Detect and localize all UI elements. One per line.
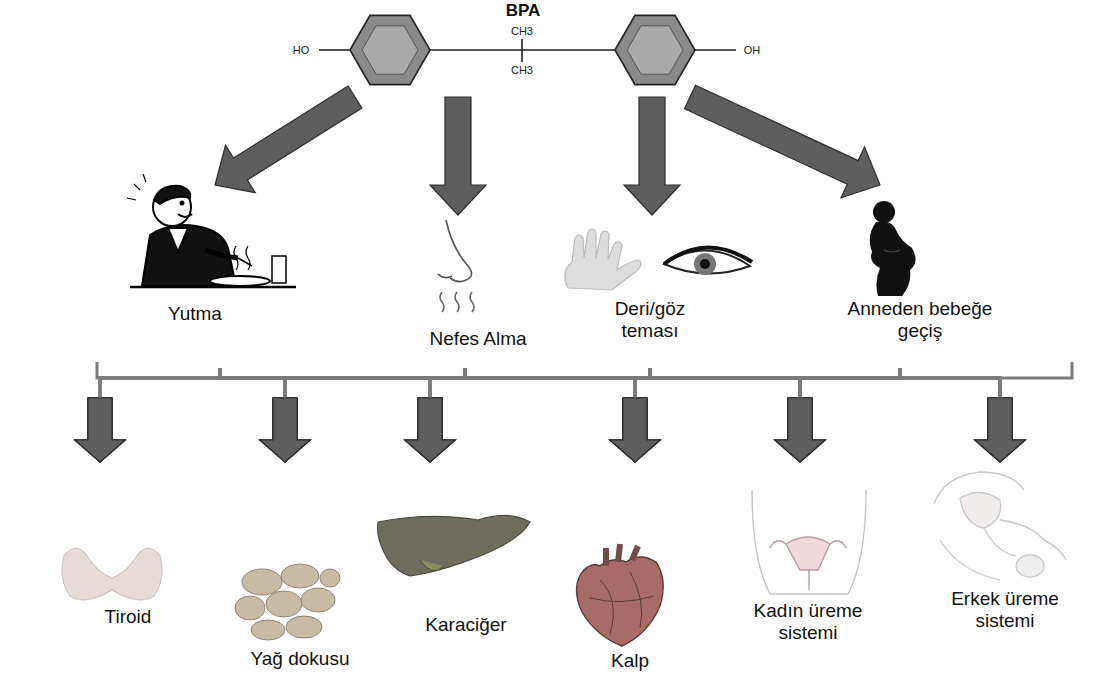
- bpa-structure: [319, 15, 736, 84]
- node-label: Yağ dokusu: [251, 648, 350, 670]
- pregnant-icon: [870, 201, 916, 296]
- chemical-group: OH: [744, 44, 761, 56]
- chemical-group: CH3: [511, 64, 533, 76]
- compound-box: BPA: [270, 0, 790, 97]
- node-label: Erkek üreme sistemi: [941, 588, 1069, 632]
- target-organ: Kadın üreme sistemi: [735, 462, 885, 667]
- exposure-arrow: [75, 368, 900, 462]
- exposure-arrow: [220, 368, 825, 462]
- liver-icon: [378, 515, 530, 576]
- exposure-arrow: [405, 368, 465, 462]
- node-label: Anneden bebeğe geçiş: [838, 298, 1003, 342]
- exposure-route: Nefes Alma: [385, 215, 545, 368]
- exposure-arrow: [220, 368, 310, 462]
- heart-icon: [576, 544, 663, 646]
- eating-icon: [127, 174, 296, 287]
- exposure-arrow: [260, 368, 465, 462]
- male-reproductive-icon: [934, 472, 1066, 580]
- chemical-group: CH3: [511, 25, 533, 37]
- compound-name: BPA: [506, 1, 541, 21]
- exposure-arrow: [465, 368, 825, 462]
- chemical-group: HO: [293, 44, 310, 56]
- exposure-arrow: [220, 368, 1025, 462]
- exposure-arrow: [465, 368, 1025, 462]
- exposure-arrow: [685, 85, 881, 198]
- exposure-arrow: [650, 368, 1025, 462]
- female-reproductive-icon: [752, 490, 866, 594]
- exposure-arrow: [215, 86, 362, 193]
- exposure-route: Deri/göz teması: [555, 215, 755, 368]
- nose-icon: [438, 220, 474, 312]
- exposure-arrow: [75, 368, 220, 462]
- target-organ: Tiroid: [40, 462, 190, 642]
- exposure-arrow: [75, 368, 650, 462]
- exposure-arrow: [465, 368, 660, 462]
- exposure-arrow: [430, 97, 486, 215]
- node-label: Kalp: [611, 650, 649, 672]
- exposure-arrow: [405, 368, 650, 462]
- target-organ: Kalp: [560, 462, 710, 674]
- node-label: Karaciğer: [425, 614, 506, 636]
- bracket: [97, 362, 1072, 378]
- exposure-arrow: [405, 368, 900, 462]
- fat-tissue-icon: [235, 564, 340, 640]
- hand-eye-icon: [565, 229, 752, 290]
- target-organ: Yağ dokusu: [220, 462, 380, 674]
- target-organ: Erkek üreme sistemi: [930, 462, 1080, 652]
- exposure-arrow: [624, 97, 680, 215]
- exposure-arrow: [75, 368, 465, 462]
- exposure-arrow: [260, 368, 650, 462]
- exposure-route: Yutma: [110, 185, 330, 368]
- node-label: Kadın üreme sistemi: [744, 600, 872, 644]
- exposure-route: Anneden bebeğe geçiş: [790, 185, 1010, 368]
- exposure-arrow: [775, 368, 900, 462]
- exposure-arrow: [900, 368, 1025, 462]
- exposure-arrow: [260, 368, 900, 462]
- node-label: Nefes Alma: [429, 328, 526, 350]
- exposure-arrow: [220, 368, 455, 462]
- target-organ: Karaciğer: [385, 462, 545, 642]
- node-label: Deri/göz teması: [594, 298, 706, 342]
- exposure-arrow: [610, 368, 900, 462]
- node-label: Yutma: [168, 303, 222, 325]
- node-label: Tiroid: [105, 606, 152, 628]
- thyroid-icon: [62, 548, 162, 599]
